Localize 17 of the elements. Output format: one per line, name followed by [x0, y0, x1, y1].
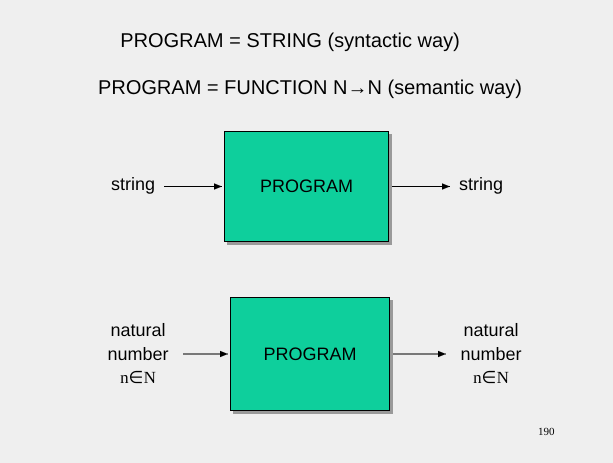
- io-label: natural number: [106, 319, 170, 366]
- arrow: [392, 350, 446, 358]
- box-label: PROGRAM: [260, 175, 353, 198]
- arrow: [390, 183, 450, 190]
- arrow: [164, 183, 222, 190]
- box-label: PROGRAM: [263, 342, 356, 366]
- io-label: string: [110, 173, 155, 196]
- io-label: string: [458, 173, 503, 196]
- program-box: [224, 131, 389, 242]
- heading-text: PROGRAM = STRING (syntactic way): [119, 29, 461, 54]
- page-number: 190: [538, 425, 554, 440]
- heading-text: PROGRAM = FUNCTION N→N (semantic way): [97, 76, 523, 101]
- io-label: n∈N: [473, 367, 509, 389]
- io-label: natural number: [459, 319, 523, 366]
- io-label: n∈N: [120, 367, 156, 389]
- arrow: [182, 350, 228, 358]
- program-box: [230, 297, 390, 411]
